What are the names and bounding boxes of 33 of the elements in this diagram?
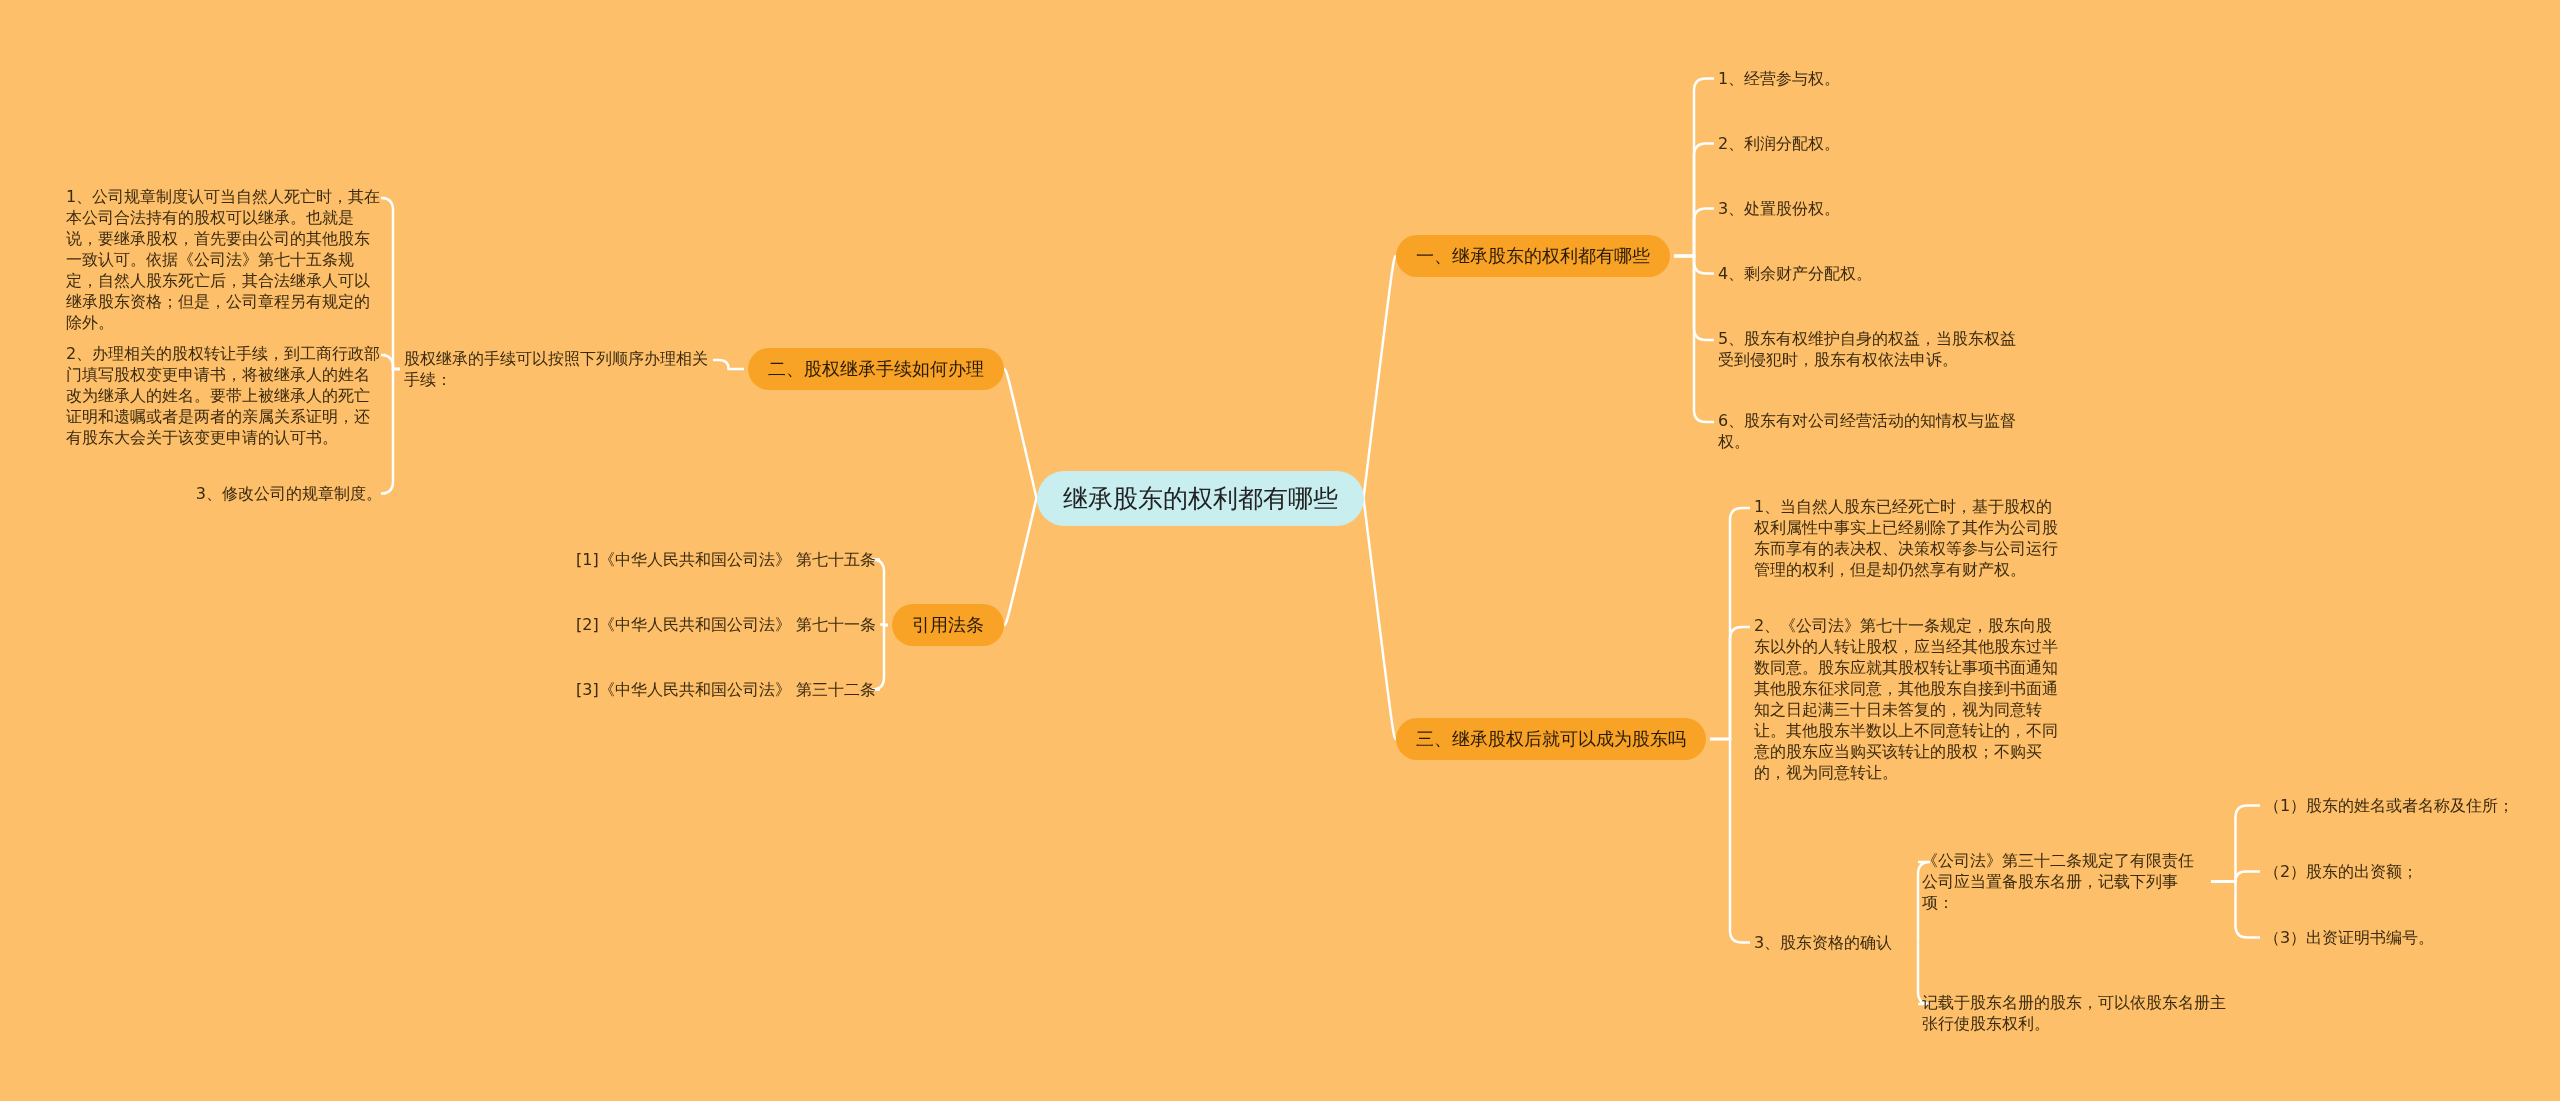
connector-line <box>1362 497 1398 740</box>
topic-text: 3、修改公司的规章制度。 <box>66 483 382 504</box>
topic-text: 1、当自然人股东已经死亡时，基于股权的权利属性中事实上已经剔除了其作为公司股东而享有的表决权、决策权等参与公司运行管理的权利，但是却仍然享有财产权。 <box>1754 496 2060 580</box>
central-topic: 继承股东的权利都有哪些 <box>1036 470 1364 526</box>
topic-text: 4、剩余财产分配权。 <box>1718 263 2038 284</box>
topic-text: 2、《公司法》第七十一条规定，股东向股东以外的人转让股权，应当经其他股东过半数同意。股东应就其股权转让事项书面通知其他股东征求同意，其他股东自接到书面通知之日起满三十日未答复的，视为同意转让。其他股东半数以上不同意转让的，不同意的股东应当购买该转让的股权；不购买的，视为同意转让。 <box>1754 615 2060 783</box>
connector-line <box>713 358 744 371</box>
topic-text: 2、利润分配权。 <box>1718 133 2038 154</box>
topic-text: 3、处置股份权。 <box>1718 198 2038 219</box>
topic-text: [2]《中华人民共和国公司法》 第七十一条 <box>576 614 876 635</box>
topic-text: 2、办理相关的股权转让手续，到工商行政部门填写股权变更申请书，将被继承人的姓名改为继承人的姓名。要带上被继承人的死亡证明和遗嘱或者是两者的亲属关系证明，还有股东大会关于该变更申请的认可书。 <box>66 343 382 448</box>
topic-text: 《公司法》第三十二条规定了有限责任公司应当置备股东名册，记载下列事项： <box>1922 850 2207 913</box>
topic-text: （3）出资证明书编号。 <box>2264 927 2560 948</box>
topic-text: 3、股东资格的确认 <box>1754 932 1914 953</box>
topic-text: 1、经营参与权。 <box>1718 68 2038 89</box>
connector-line <box>1003 368 1038 499</box>
topic-text: [1]《中华人民共和国公司法》 第七十五条 <box>576 549 876 570</box>
topic-text: 1、公司规章制度认可当自然人死亡时，其在本公司合法持有的股权可以继承。也就是说，要继承股权，首先要由公司的其他股东一致认可。依据《公司法》第七十五条规定，自然人股东死亡后，其合法继承人可以继承股东资格；但是，公司章程另有规定的除外。 <box>66 186 382 333</box>
topic-text: [3]《中华人民共和国公司法》 第三十二条 <box>576 679 876 700</box>
connector-line <box>379 367 400 495</box>
branch-topic: 二、股权继承手续如何办理 <box>748 348 1004 390</box>
branch-topic: 一、继承股东的权利都有哪些 <box>1396 235 1670 277</box>
topic-text: 股权继承的手续可以按照下列顺序办理相关手续： <box>404 348 709 390</box>
connector-line <box>1362 255 1398 499</box>
topic-text: （2）股东的出资额； <box>2264 861 2560 882</box>
topic-text: 5、股东有权维护自身的权益，当股东权益受到侵犯时，股东有权依法申诉。 <box>1718 328 2028 370</box>
branch-topic: 引用法条 <box>892 604 1004 646</box>
connector-line <box>870 623 888 691</box>
branch-topic: 三、继承股权后就可以成为股东吗 <box>1396 718 1706 760</box>
topic-text: 记载于股东名册的股东，可以依股东名册主张行使股东权利。 <box>1922 992 2227 1034</box>
topic-text: （1）股东的姓名或者名称及住所； <box>2264 795 2560 816</box>
topic-text: 6、股东有对公司经营活动的知情权与监督权。 <box>1718 410 2028 452</box>
connector-line <box>1003 497 1038 626</box>
